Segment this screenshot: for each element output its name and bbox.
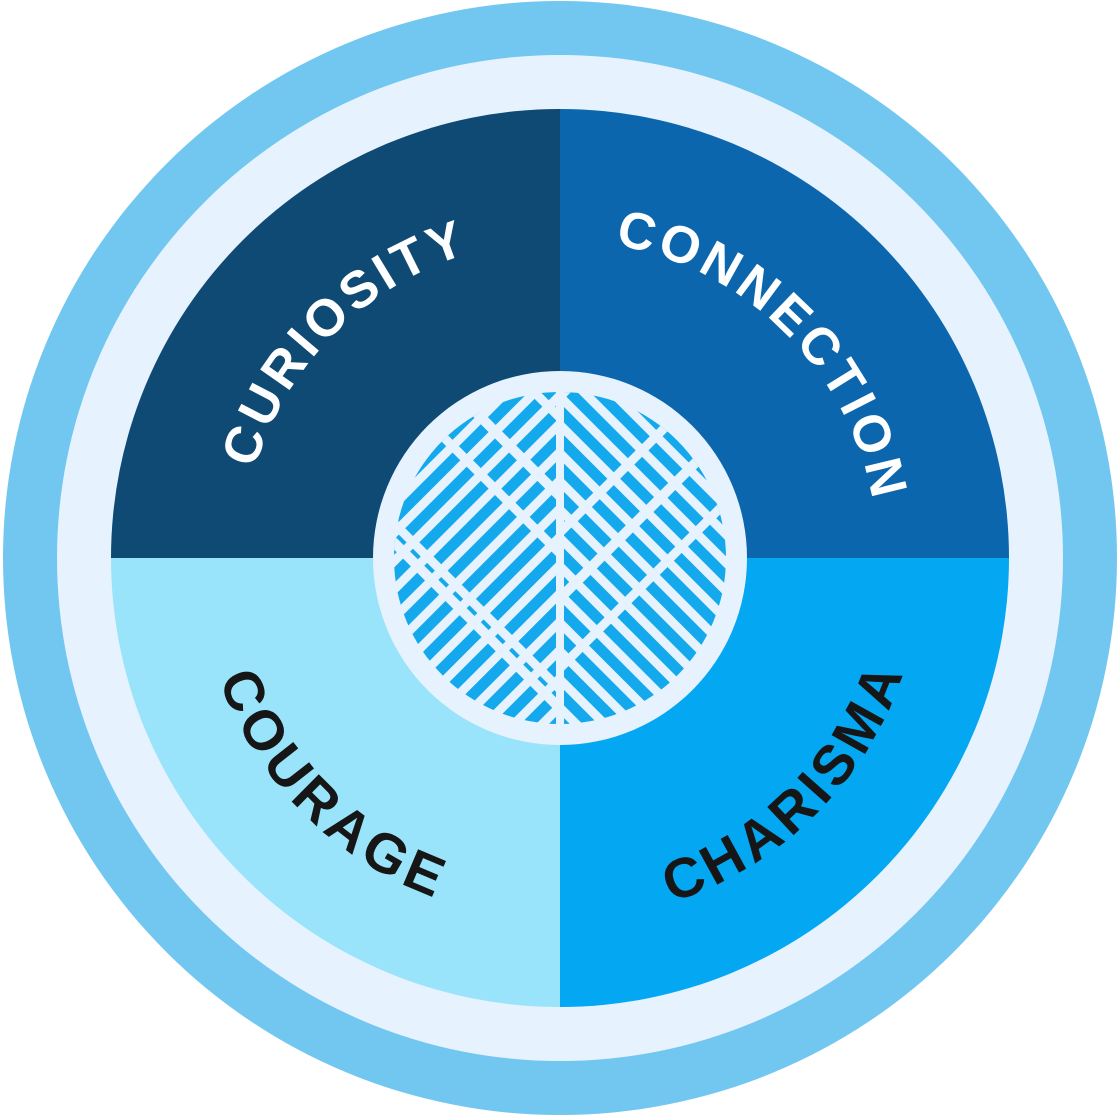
wheel-canvas: CURIOSITY CONNECTION COURAGE CHARISMA [3, 1, 1117, 1115]
four-cs-wheel-diagram: CURIOSITY CONNECTION COURAGE CHARISMA [3, 1, 1117, 1115]
